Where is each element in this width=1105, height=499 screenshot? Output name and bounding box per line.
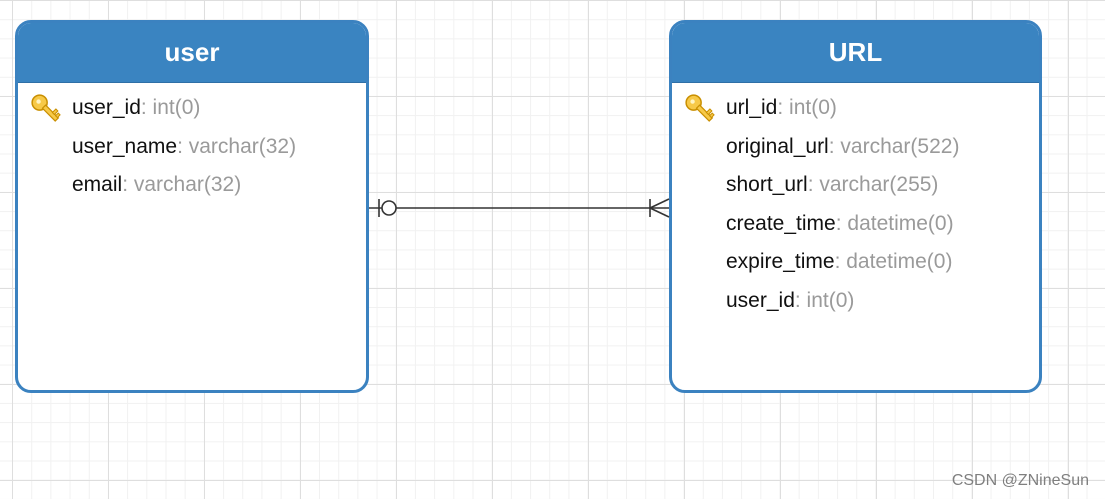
field-type: : datetime(0) <box>834 250 953 274</box>
field-type: : datetime(0) <box>835 211 954 235</box>
cardinality-zero-circle <box>381 200 397 216</box>
field-name: short_url <box>726 173 808 197</box>
field-url-create-time[interactable]: create_time: datetime(0) <box>672 205 1039 244</box>
field-user-email[interactable]: email: varchar(32) <box>18 166 366 205</box>
field-user-user-id[interactable]: user_id: int(0) <box>18 89 366 128</box>
field-type: : varchar(522) <box>828 134 960 158</box>
field-type: : varchar(32) <box>122 173 242 197</box>
key-icon <box>31 94 61 122</box>
field-name: email <box>72 173 123 197</box>
field-type: : int(0) <box>777 96 837 119</box>
cardinality-crowfoot-lower <box>649 207 670 218</box>
field-type: : varchar(32) <box>177 134 297 158</box>
entity-user-fields: user_id: int(0) user_name: varchar(32) e… <box>18 83 366 205</box>
watermark: CSDN @ZNineSun <box>951 472 1089 489</box>
field-name: create_time <box>726 211 836 235</box>
field-name: original_url <box>726 134 829 158</box>
entity-user[interactable]: user user_id: int(0) user_name: varchar(… <box>15 20 369 393</box>
field-name: expire_time <box>726 250 835 274</box>
field-url-user-id[interactable]: user_id: int(0) <box>672 282 1039 321</box>
field-url-short-url[interactable]: short_url: varchar(255) <box>672 166 1039 205</box>
field-user-user-name[interactable]: user_name: varchar(32) <box>18 128 366 167</box>
cardinality-crowfoot-upper <box>649 198 670 209</box>
entity-url[interactable]: URL url_id: int(0) original_url: varchar… <box>669 20 1042 393</box>
field-type: : int(0) <box>140 96 201 119</box>
field-url-url-id[interactable]: url_id: int(0) <box>672 89 1039 128</box>
field-url-original-url[interactable]: original_url: varchar(522) <box>672 128 1039 167</box>
field-name: user_name <box>72 134 178 158</box>
field-type: : varchar(255) <box>807 173 939 197</box>
entity-url-title: URL <box>672 23 1039 83</box>
field-name: user_id <box>72 96 141 119</box>
field-name: url_id <box>726 96 778 119</box>
field-name: user_id <box>726 288 795 312</box>
entity-url-fields: url_id: int(0) original_url: varchar(522… <box>672 83 1039 321</box>
field-type: : int(0) <box>794 288 855 312</box>
field-url-expire-time[interactable]: expire_time: datetime(0) <box>672 243 1039 282</box>
entity-user-title: user <box>18 23 366 83</box>
key-icon <box>685 94 715 122</box>
